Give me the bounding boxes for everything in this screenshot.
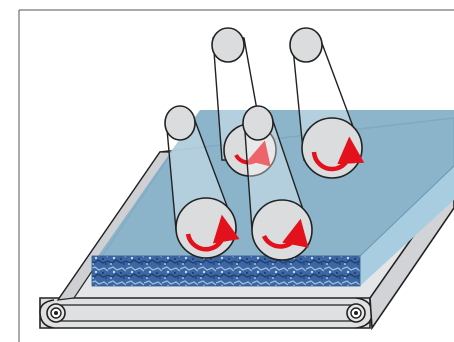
roller-front-right <box>242 105 313 261</box>
granular-layer <box>91 255 361 287</box>
rotation-arrow-icon <box>261 218 309 249</box>
rotation-arrow-icon <box>185 214 240 252</box>
roller-back-right <box>289 27 365 179</box>
roller-front-left <box>164 105 240 259</box>
rotation-arrow-icon <box>311 136 365 172</box>
pulley-left <box>46 303 66 323</box>
pulley-right <box>346 303 366 323</box>
rotation-arrow-icon <box>234 140 271 167</box>
frame <box>18 9 454 342</box>
